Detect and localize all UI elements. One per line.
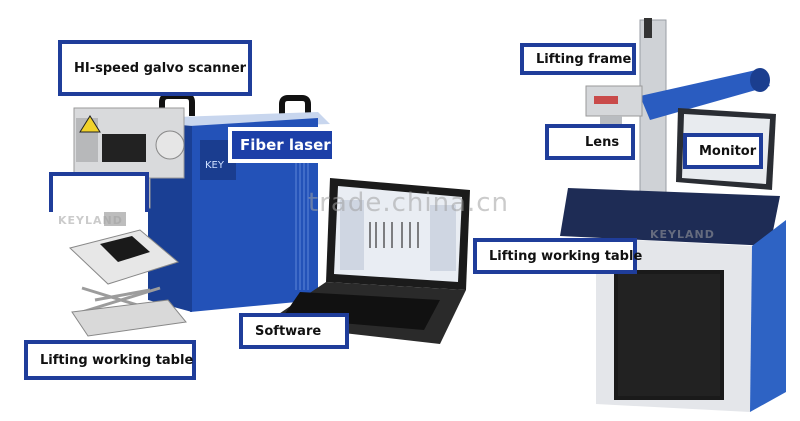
- label-software: Software: [239, 313, 349, 349]
- label-lifting-table-right: Lifting working table: [473, 238, 642, 274]
- label-lifting-table-left: Lifting working table: [24, 340, 196, 380]
- label-blank: [49, 172, 149, 212]
- label-lifting-frame: Lifting frame: [520, 43, 636, 75]
- watermark-brand-left: KEYLAND: [58, 214, 123, 227]
- label-monitor: Monitor: [683, 133, 763, 169]
- desktop-marking-machine: [560, 18, 786, 412]
- label-fiber-laser: Fiber laser: [228, 127, 336, 163]
- label-lens: Lens: [545, 124, 635, 160]
- svg-text:KEY: KEY: [205, 160, 225, 171]
- lifting-table-left: [68, 229, 187, 337]
- watermark-site: trade.china.cn: [308, 188, 510, 218]
- watermark-brand-right: KEYLAND: [650, 228, 715, 241]
- label-galvo-scanner: HI-speed galvo scanner: [58, 40, 252, 96]
